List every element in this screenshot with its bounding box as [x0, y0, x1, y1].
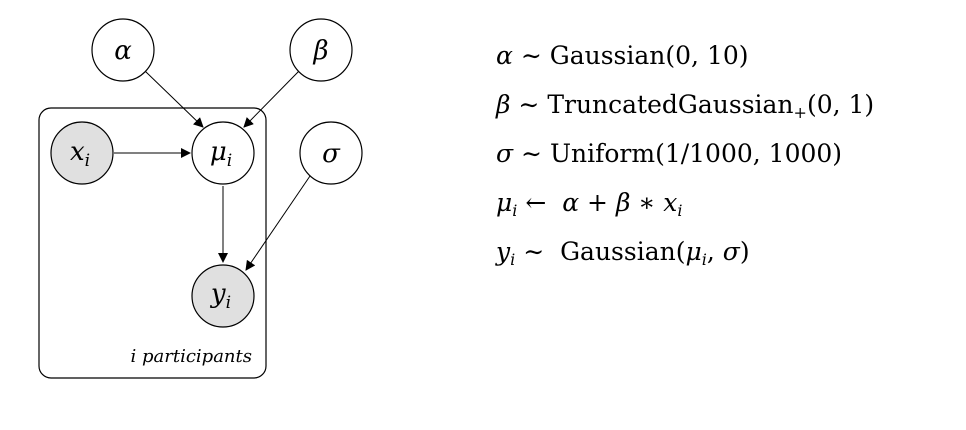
eq-rhs-comma: , — [706, 237, 715, 266]
svg-text:yi: yi — [210, 279, 231, 313]
node-x: xi — [50, 121, 114, 185]
eq-rhs-sigma: σ — [722, 237, 740, 266]
eq-rhs-close: ) — [739, 237, 750, 266]
equation-beta: β ∼ TruncatedGaussian+(0, 1) — [496, 85, 874, 134]
node-y: yi — [191, 264, 255, 328]
svg-text:xi: xi — [70, 137, 90, 171]
equation-y: yi ∼ Gaussian(μi, σ) — [496, 232, 874, 281]
eq-op: ∼ — [518, 90, 540, 119]
svg-text:μi: μi — [210, 137, 232, 171]
eq-rhs-x: x — [663, 188, 678, 217]
edge-alpha-mu — [144, 70, 204, 128]
eq-lhs: σ — [496, 139, 514, 168]
eq-op: ∼ — [523, 237, 545, 266]
svg-text:β: β — [312, 36, 328, 66]
plate — [38, 107, 267, 379]
eq-rhs: Uniform(1/1000, 1000) — [549, 139, 843, 168]
edge-beta-mu — [243, 70, 300, 128]
eq-rhs-name: TruncatedGaussian — [547, 90, 794, 119]
eq-lhs-sub: i — [510, 250, 516, 269]
eq-rhs-beta: β — [615, 188, 631, 217]
eq-rhs-fn: Gaussian( — [560, 237, 686, 266]
eq-rhs-mu: μ — [685, 237, 702, 266]
node-alpha: α — [91, 18, 155, 82]
model-equations: α ∼ Gaussian(0, 10) β ∼ TruncatedGaussia… — [496, 36, 874, 281]
eq-lhs: y — [496, 237, 511, 266]
eq-rhs-plus: + — [587, 188, 608, 217]
equation-alpha: α ∼ Gaussian(0, 10) — [496, 36, 874, 85]
svg-text:σ: σ — [322, 139, 341, 169]
eq-lhs: β — [496, 90, 511, 119]
eq-op: ← — [525, 188, 547, 217]
eq-rhs-x-sub: i — [677, 201, 683, 220]
eq-lhs: μ — [496, 188, 513, 217]
equation-sigma: σ ∼ Uniform(1/1000, 1000) — [496, 134, 874, 183]
edge-sigma-y — [245, 175, 311, 271]
eq-rhs-star: ∗ — [638, 188, 656, 217]
node-beta: β — [289, 18, 353, 82]
eq-rhs-args: (0, 1) — [806, 90, 875, 119]
eq-op: ∼ — [521, 139, 542, 168]
eq-rhs-alpha: α — [562, 188, 580, 217]
svg-text:α: α — [114, 36, 132, 66]
eq-lhs: α — [496, 41, 513, 70]
node-mu: μi — [191, 121, 255, 185]
node-sigma: σ — [299, 121, 363, 185]
eq-rhs: Gaussian(0, 10) — [549, 41, 749, 70]
equation-mu: μi ← α + β ∗ xi — [496, 183, 874, 232]
eq-rhs-name-sub: + — [793, 103, 807, 122]
eq-rhs-mu-sub: i — [701, 250, 707, 269]
eq-lhs-sub: i — [512, 201, 518, 220]
plate-label: i participants — [131, 346, 252, 367]
eq-op: ∼ — [520, 41, 542, 70]
